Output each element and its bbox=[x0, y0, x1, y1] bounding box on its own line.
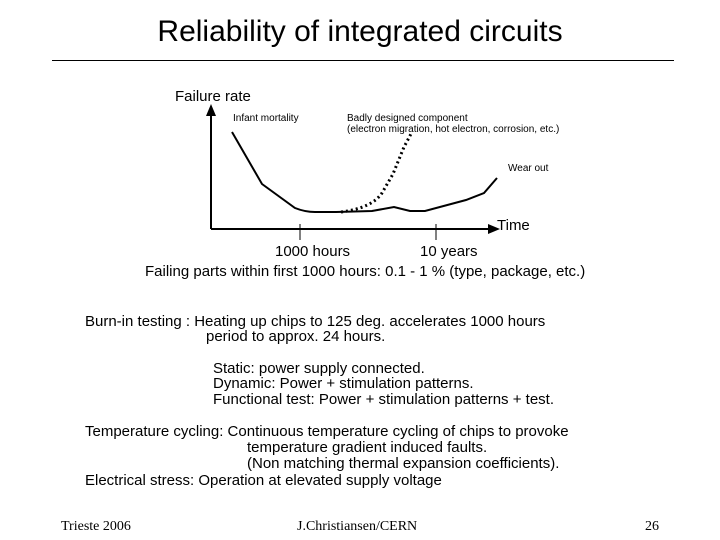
x-axis-label: Time bbox=[497, 217, 530, 234]
static-test-text: Static: power supply connected. bbox=[213, 360, 425, 377]
dynamic-test-text: Dynamic: Power + stimulation patterns. bbox=[213, 375, 474, 392]
temperature-cycling-line-3: (Non matching thermal expansion coeffici… bbox=[247, 455, 560, 472]
failure-rate-curve bbox=[231, 131, 498, 213]
slide-title: Reliability of integrated circuits bbox=[157, 15, 563, 48]
y-axis-arrowhead bbox=[206, 104, 216, 116]
title-divider bbox=[52, 60, 674, 61]
temperature-cycling-line-2: temperature gradient induced faults. bbox=[247, 439, 488, 456]
time-mark-10-years: 10 years bbox=[420, 243, 478, 260]
badly-designed-sublabel: (electron migration, hot electron, corro… bbox=[347, 124, 560, 135]
time-mark-1000-hours: 1000 hours bbox=[275, 243, 351, 260]
y-axis-label: Failure rate bbox=[175, 88, 251, 105]
burn-in-line-2: period to approx. 24 hours. bbox=[206, 328, 386, 345]
footer-location: Trieste 2006 bbox=[61, 519, 131, 534]
infant-mortality-label: Infant mortality bbox=[233, 113, 299, 124]
temperature-cycling-line-1: Temperature cycling: Continuous temperat… bbox=[85, 423, 569, 440]
electrical-stress-text: Electrical stress: Operation at elevated… bbox=[85, 472, 442, 489]
failing-parts-text: Failing parts within first 1000 hours: 0… bbox=[145, 263, 586, 280]
x-axis-arrowhead bbox=[488, 224, 500, 234]
page-number: 26 bbox=[645, 519, 659, 534]
badly-designed-curve bbox=[340, 131, 414, 214]
functional-test-text: Functional test: Power + stimulation pat… bbox=[213, 391, 555, 408]
footer-author: J.Christiansen/CERN bbox=[297, 519, 418, 534]
badly-designed-label: Badly designed component bbox=[347, 113, 468, 124]
burn-in-line-1: Burn-in testing : Heating up chips to 12… bbox=[85, 313, 546, 330]
wear-out-label: Wear out bbox=[508, 163, 549, 174]
bathtub-curve-diagram bbox=[206, 104, 500, 240]
